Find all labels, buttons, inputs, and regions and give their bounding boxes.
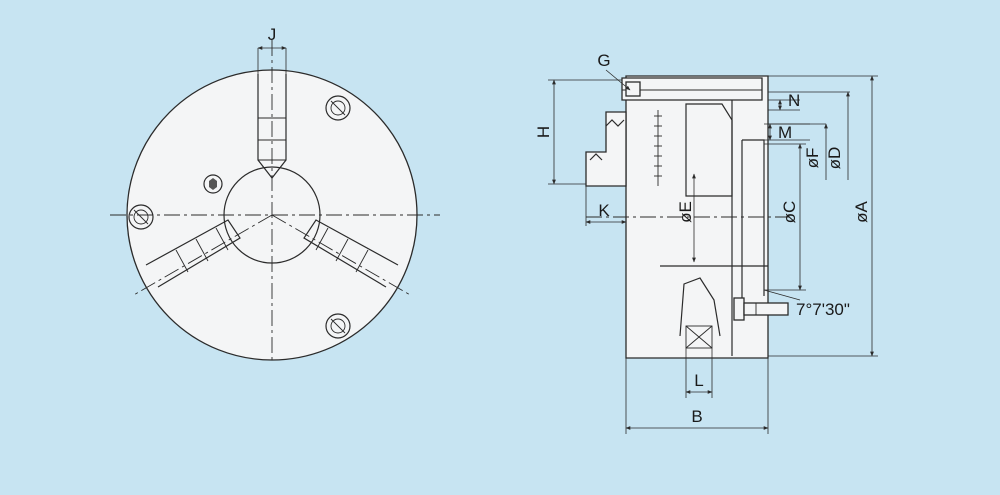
bolt-hole-top-right [325,95,351,121]
dim-H: H [534,79,622,185]
dim-F-D: øF øD [768,91,850,180]
dim-K: K [585,186,627,226]
label-phi-C: øC [780,201,799,224]
dim-angle: 7°7'30" [763,289,850,319]
jaw-lower-left [145,219,241,288]
label-B: B [691,407,702,426]
bolt-hole-left [128,204,154,230]
label-H: H [534,126,553,138]
label-angle: 7°7'30" [796,300,850,319]
dim-N: N [768,91,800,111]
label-J: J [268,25,277,44]
side-view: H G N M øF øD [534,51,878,434]
dim-M: M [764,123,810,142]
label-G: G [597,51,610,70]
socket-screw [203,174,223,194]
dim-C: øC [764,143,806,291]
label-phi-E: øE [676,201,695,223]
bolt-hole-bottom-right [325,313,351,339]
dim-B: B [625,358,769,434]
label-N: N [788,91,800,110]
label-L: L [694,371,703,390]
jaw-steps [585,111,627,187]
dim-L: L [685,348,713,398]
label-phi-F: øF [803,148,822,169]
label-K: K [598,201,610,220]
front-view: J [110,25,440,361]
dim-J: J [257,25,287,74]
jaw-lower-right [303,219,399,288]
label-phi-D: øD [825,147,844,170]
label-M: M [778,123,792,142]
dim-A: øA [768,75,878,357]
dim-G: G [597,51,631,91]
dim-E: øE [676,173,696,263]
label-phi-A: øA [852,200,871,222]
